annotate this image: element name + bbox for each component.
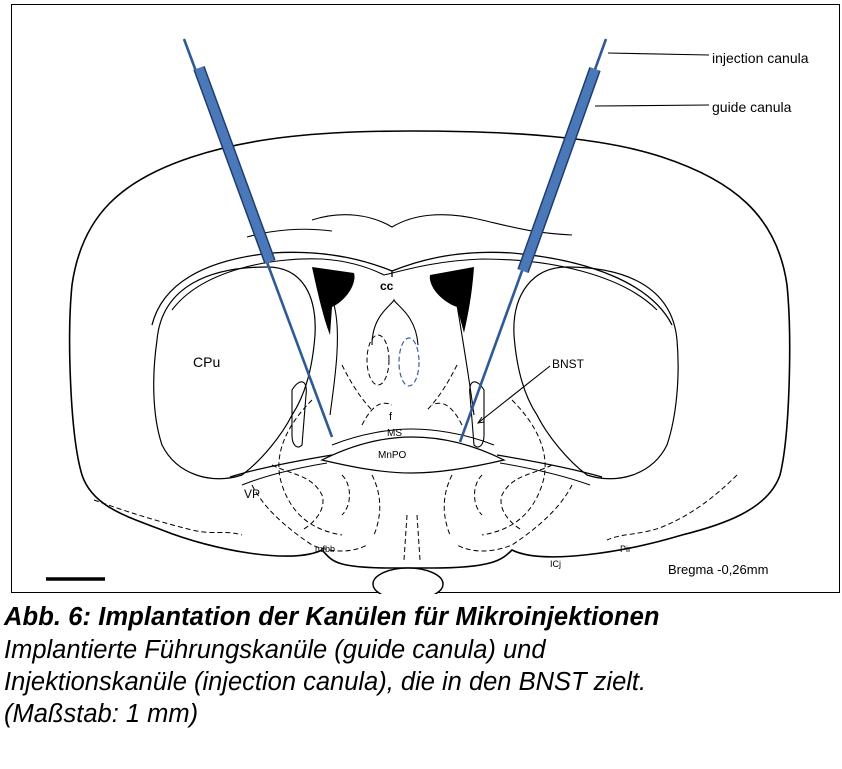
label-ms: MS [387,428,402,439]
label-bnst: BNST [552,357,585,371]
bnst-pointer [478,366,550,423]
lateral-ventricle-left [312,267,355,335]
injection-canula-pointer [608,53,709,55]
caption-title: Abb. 6: Implantation der Kanülen für Mik… [4,601,840,634]
optic-chiasm-outline [373,568,443,594]
label-pir: Pir [620,544,631,554]
label-f: f [389,411,393,423]
brain-outline [70,131,790,568]
lateral-ventricle-right [430,267,474,333]
label-bregma: Bregma -0,26mm [668,562,768,577]
brain-section-diagram: injection canula guide canula BNST CPu c… [12,5,841,594]
caption-line-3: (Maßstab: 1 mm) [4,698,840,730]
cpu-region-left [154,267,315,479]
caption-line-1: Implantierte Führungskanüle (guide canul… [4,634,840,666]
septum-outline [330,300,474,415]
label-mfbb: mfbb [315,544,335,554]
figure-caption: Abb. 6: Implantation der Kanülen für Mik… [4,601,840,730]
label-injection-canula: injection canula [712,50,809,66]
label-mnpo: MnPO [378,450,407,461]
label-guide-canula: guide canula [712,99,792,115]
mnpo-anterior-commissure [322,437,504,473]
caption-line-2: Injektionskanüle (injection canula), die… [4,666,840,698]
corpus-callosum [152,252,672,325]
label-vp: VP [244,487,260,501]
guide-canula-pointer [595,105,709,106]
label-cc: cc [380,279,394,293]
label-cpu: CPu [193,354,220,370]
figure-frame: injection canula guide canula BNST CPu c… [11,4,840,593]
blue-dashed-target [399,338,419,386]
cpu-region-right [514,267,678,479]
label-icj: ICj [550,559,561,569]
